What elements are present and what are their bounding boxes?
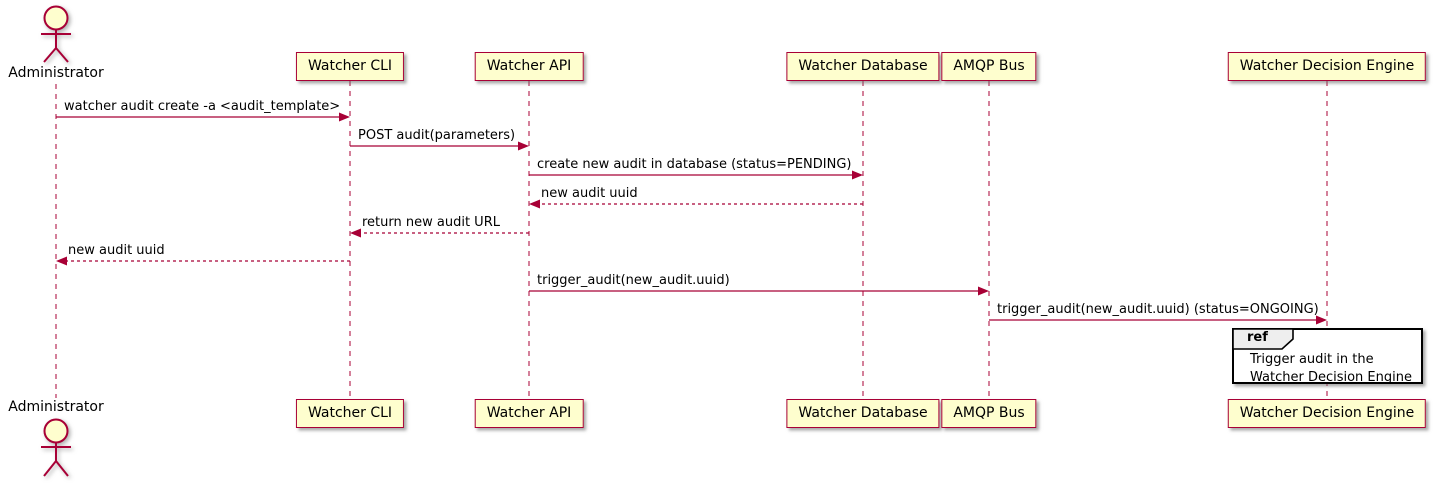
participant-watcher-decision-engine-bottom: Watcher Decision Engine bbox=[1227, 399, 1427, 428]
message-arrow-6 bbox=[56, 256, 350, 266]
message-arrow-7 bbox=[529, 286, 989, 296]
participant-watcher-database-top: Watcher Database bbox=[786, 52, 940, 81]
participant-amqp-bus-bottom: AMQP Bus bbox=[941, 399, 1037, 428]
message-label-2: POST audit(parameters) bbox=[358, 128, 516, 143]
participant-amqp-bus-top: AMQP Bus bbox=[941, 52, 1037, 81]
participant-watcher-api-top: Watcher API bbox=[474, 52, 584, 81]
participant-watcher-decision-engine-top: Watcher Decision Engine bbox=[1227, 52, 1427, 81]
message-arrow-4 bbox=[529, 199, 863, 209]
message-label-1: watcher audit create -a <audit_template> bbox=[64, 99, 341, 114]
ref-body-text: Trigger audit in the Watcher Decision En… bbox=[1250, 351, 1412, 387]
message-label-8: trigger_audit(new_audit.uuid) (status=ON… bbox=[997, 302, 1319, 317]
actor-label-administrator-bottom: Administrator bbox=[8, 399, 104, 415]
actor-label-administrator-top: Administrator bbox=[8, 65, 104, 81]
ref-header-pentagon-icon bbox=[1232, 328, 1294, 350]
ref-fragment: ref Trigger audit in the Watcher Decisio… bbox=[1232, 328, 1423, 387]
actor-figure-administrator-top bbox=[41, 5, 71, 63]
message-label-7: trigger_audit(new_audit.uuid) bbox=[537, 273, 730, 288]
message-label-3: create new audit in database (status=PEN… bbox=[537, 157, 852, 172]
participant-watcher-api-bottom: Watcher API bbox=[474, 399, 584, 428]
message-label-4: new audit uuid bbox=[541, 186, 638, 201]
ref-body-line-1: Trigger audit in the bbox=[1250, 352, 1374, 367]
actor-figure-administrator-bottom bbox=[41, 418, 71, 477]
participant-watcher-cli-top: Watcher CLI bbox=[295, 52, 405, 81]
message-arrow-8 bbox=[989, 315, 1327, 325]
message-arrow-3 bbox=[529, 170, 863, 180]
message-arrow-2 bbox=[350, 141, 529, 151]
participant-watcher-database-bottom: Watcher Database bbox=[786, 399, 940, 428]
participant-watcher-cli-bottom: Watcher CLI bbox=[295, 399, 405, 428]
message-arrow-1 bbox=[56, 112, 350, 122]
message-arrow-5 bbox=[350, 228, 529, 238]
ref-body-line-2: Watcher Decision Engine bbox=[1250, 370, 1412, 385]
message-label-6: new audit uuid bbox=[68, 243, 165, 258]
ref-keyword: ref bbox=[1247, 330, 1268, 345]
message-label-5: return new audit URL bbox=[362, 215, 500, 230]
